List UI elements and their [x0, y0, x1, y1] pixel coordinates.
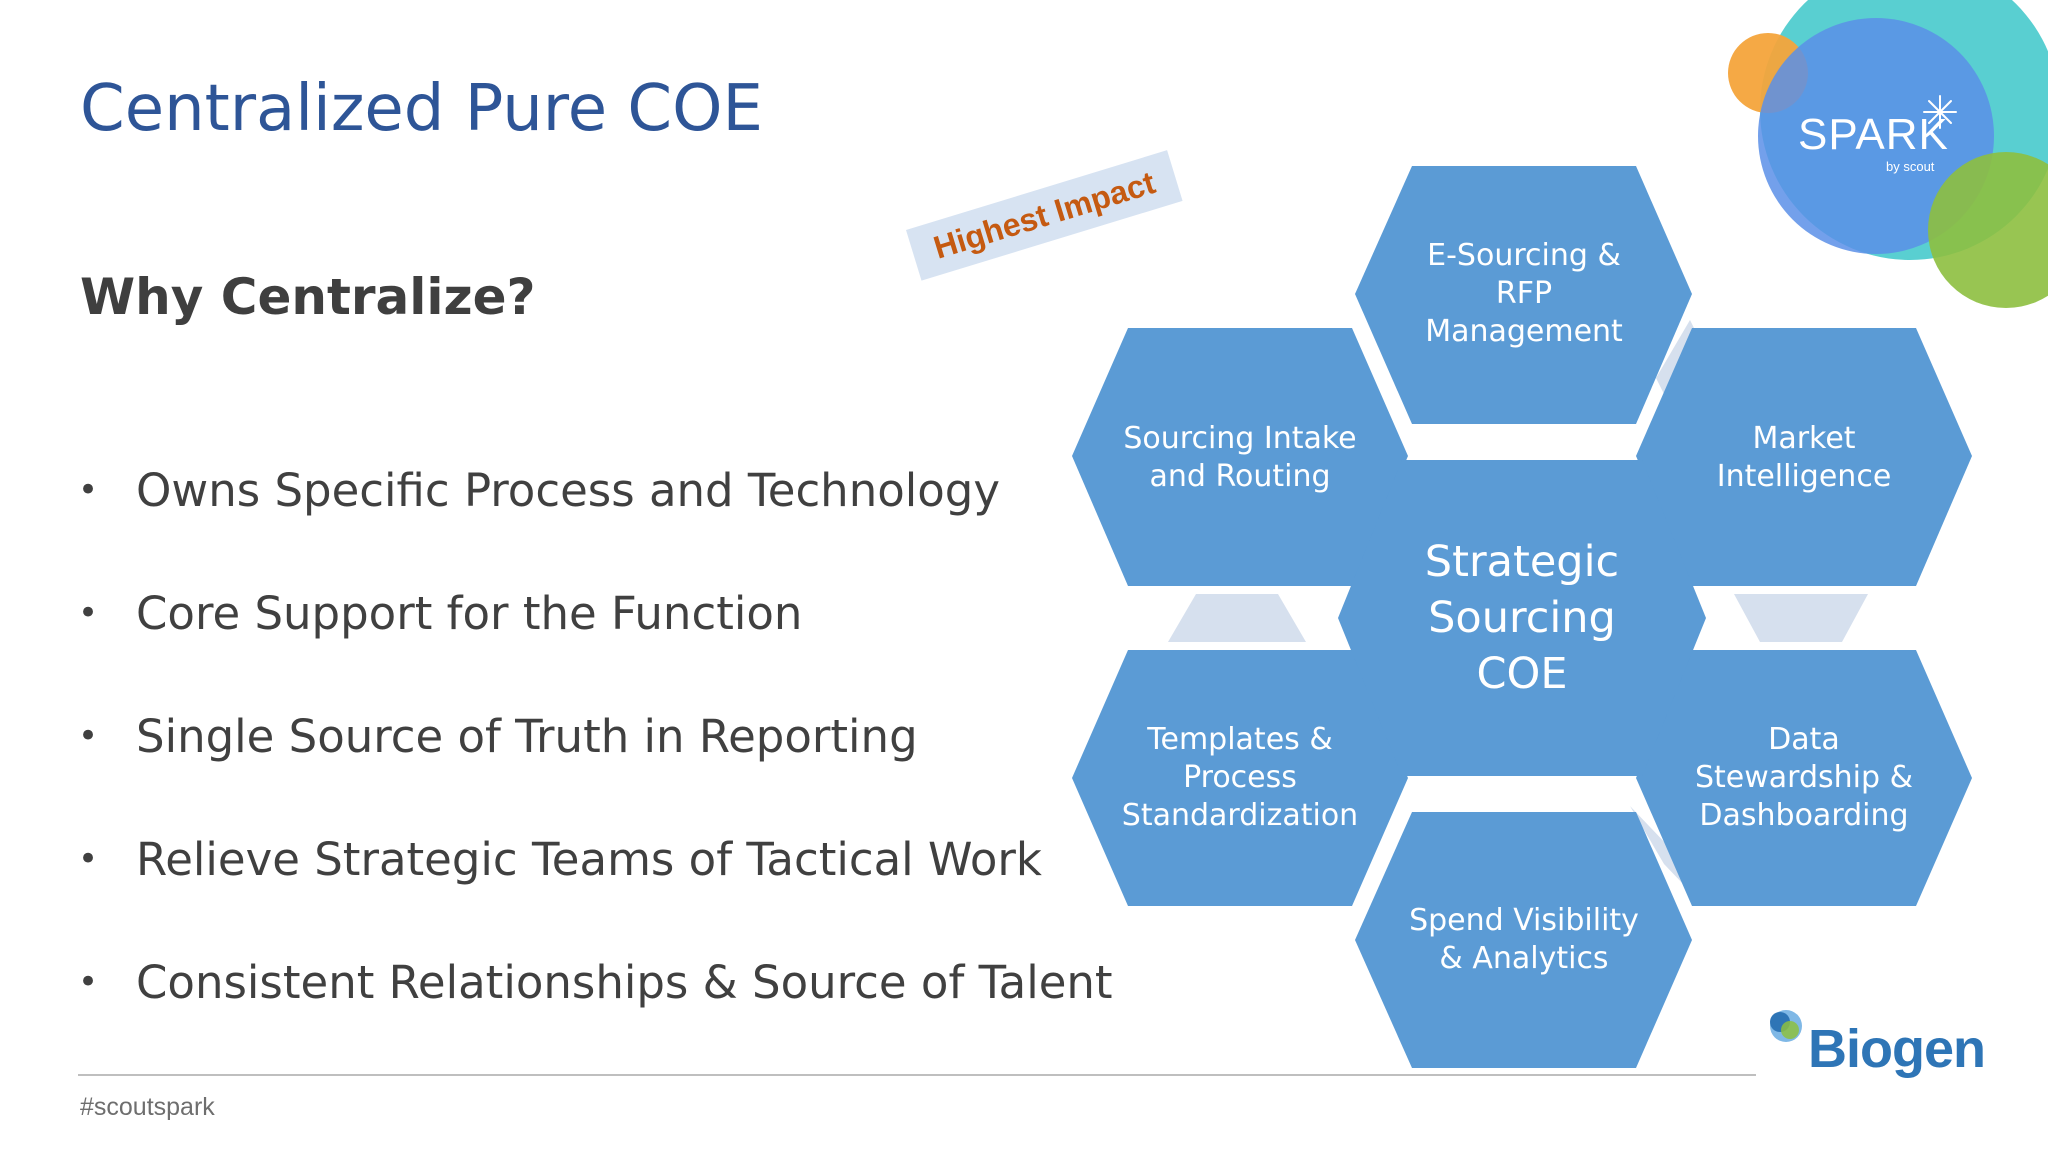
bullet-item: • Consistent Relationships & Source of T…	[78, 952, 1113, 1012]
hexagon-e-sourcing-label: E-Sourcing & RFP Management	[1412, 228, 1636, 360]
bullet-dot: •	[78, 962, 99, 1002]
hex-line: and Routing	[1149, 459, 1331, 494]
spark-blue-circle	[1758, 18, 1994, 254]
slide-title: Centralized Pure COE	[80, 72, 763, 146]
hex-line: Intelligence	[1716, 459, 1892, 494]
spark-wordmark: SPARK	[1798, 110, 1949, 159]
bullet-dot: •	[78, 716, 99, 756]
bullet-item: • Relieve Strategic Teams of Tactical Wo…	[78, 829, 1042, 889]
hexagon-spend-label: Spend Visibility & Analytics	[1392, 890, 1656, 990]
hexagon-center-label: Strategic Sourcing COE	[1402, 528, 1642, 708]
hex-line: RFP	[1495, 276, 1553, 311]
bullet-item: • Owns Specific Process and Technology	[78, 460, 1000, 520]
hexagon-templates	[1072, 650, 1408, 906]
hex-line: Sourcing Intake	[1123, 421, 1357, 456]
hex-line: Process	[1183, 760, 1297, 795]
hex-line: & Analytics	[1439, 941, 1609, 976]
hex-line: Standardization	[1121, 798, 1359, 833]
hex-line: Strategic	[1424, 537, 1620, 587]
hexagon-market-label: Market Intelligence	[1692, 408, 1916, 508]
sparkle-icon	[1923, 95, 1957, 129]
hex-line: Management	[1425, 314, 1623, 349]
bullet-dot: •	[78, 470, 99, 510]
bullet-text: Single Source of Truth in Reporting	[136, 709, 918, 763]
bullet-text: Consistent Relationships & Source of Tal…	[136, 955, 1113, 1009]
hex-line: Stewardship &	[1695, 760, 1913, 795]
bullet-dot: •	[78, 593, 99, 633]
hexagon-data-label: Data Stewardship & Dashboarding	[1672, 712, 1936, 844]
hexagon-intake	[1072, 328, 1408, 586]
hex-line: E-Sourcing &	[1427, 238, 1621, 273]
bullet-dot: •	[78, 839, 99, 879]
connector-left	[1168, 594, 1306, 642]
spark-byline: by scout	[1886, 159, 1935, 174]
hex-line: Dashboarding	[1699, 798, 1909, 833]
footer-hashtag: #scoutspark	[80, 1093, 215, 1121]
hexagon-spend	[1355, 812, 1692, 1068]
bullet-text: Owns Specific Process and Technology	[136, 463, 1000, 517]
bullet-text: Relieve Strategic Teams of Tactical Work	[136, 832, 1042, 886]
hexagon-data	[1636, 650, 1972, 906]
hexagon-templates-label: Templates & Process Standardization	[1100, 712, 1380, 844]
footer-divider	[78, 1074, 1756, 1076]
biogen-logo-mark	[1770, 1010, 1802, 1042]
section-heading: Why Centralize?	[80, 268, 536, 326]
hex-line: Spend Visibility	[1409, 903, 1639, 938]
hexagon-intake-label: Sourcing Intake and Routing	[1100, 408, 1380, 508]
hexagon-e-sourcing	[1355, 166, 1692, 424]
hex-line: COE	[1476, 649, 1568, 699]
spark-logo	[1728, 0, 2048, 308]
hexagons	[1072, 166, 1972, 1068]
hexagon-market	[1636, 328, 1972, 586]
spark-green-circle	[1928, 152, 2048, 308]
hex-line: Sourcing	[1428, 593, 1616, 643]
bullet-item: • Core Support for the Function	[78, 583, 802, 643]
biogen-logo: Biogen	[1808, 1019, 1986, 1079]
hexagon-center	[1338, 460, 1706, 776]
hex-line: Templates &	[1147, 722, 1333, 757]
bullet-text: Core Support for the Function	[136, 586, 803, 640]
hex-line: Data	[1768, 722, 1840, 757]
hex-line: Market	[1752, 421, 1856, 456]
bullet-item: • Single Source of Truth in Reporting	[78, 706, 918, 766]
connector-right	[1734, 594, 1868, 642]
